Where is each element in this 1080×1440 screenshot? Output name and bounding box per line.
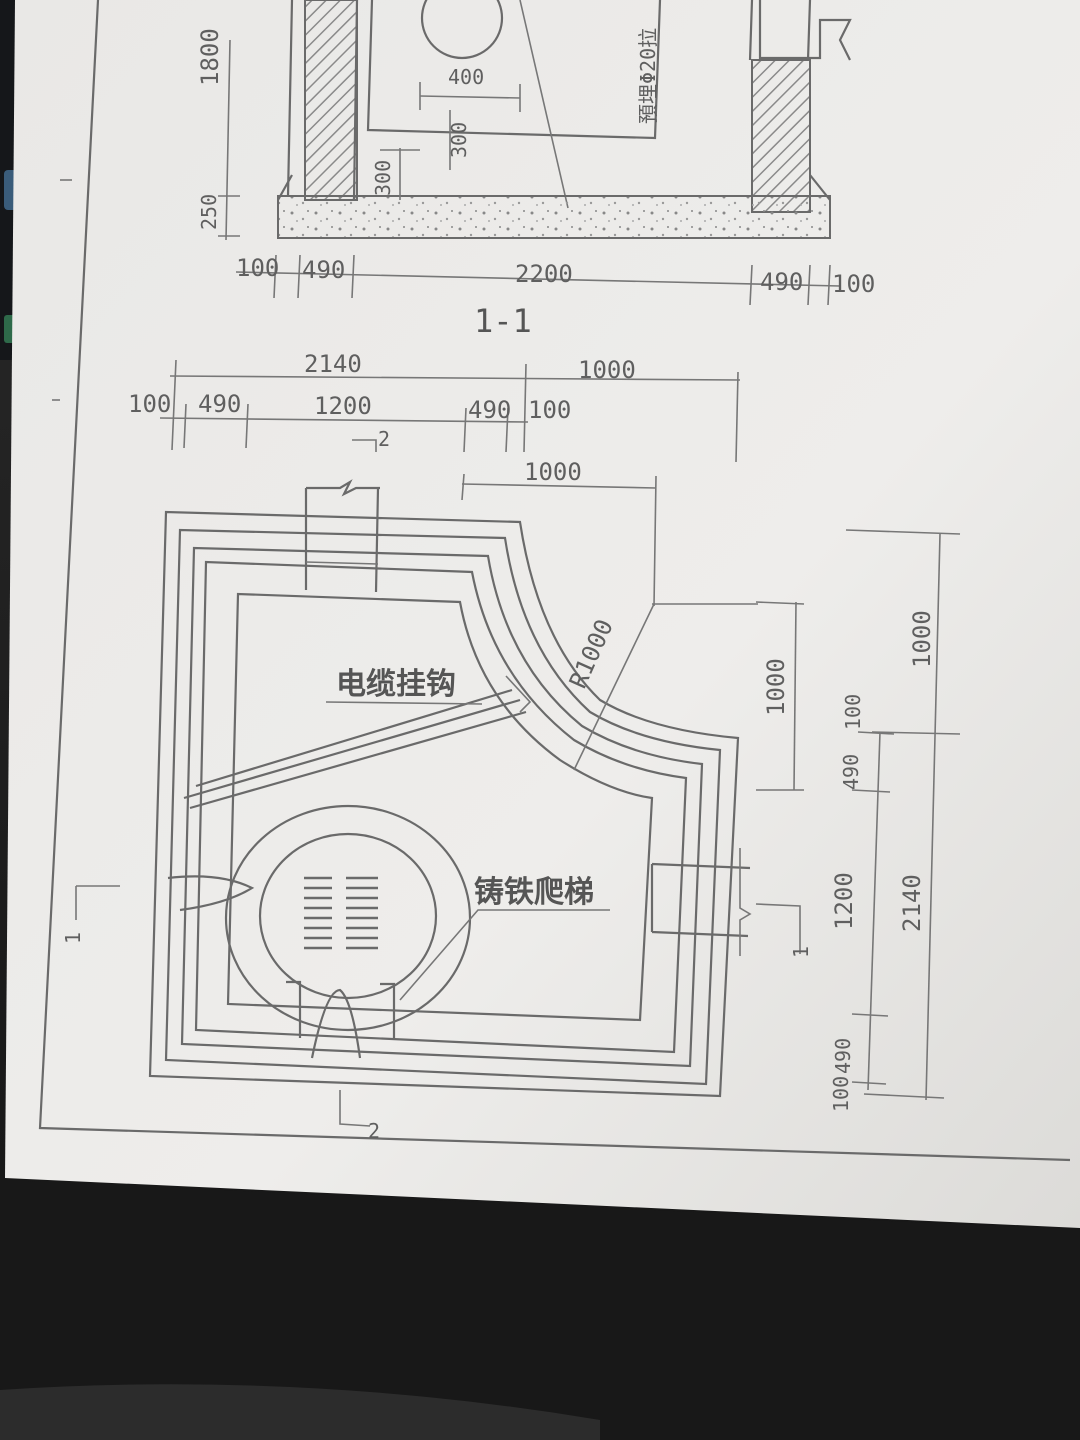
dim-col1-1200: 1200 bbox=[830, 872, 858, 930]
ladder-brackets bbox=[286, 980, 396, 1040]
wall-line-3 bbox=[180, 546, 704, 1068]
dim-col1-100-top: 100 bbox=[841, 694, 865, 730]
plan-view: 2140 1000 100 490 1200 490 100 2 1000 1 … bbox=[61, 350, 961, 1143]
pipe-stub-top bbox=[304, 479, 380, 593]
cable-shadow bbox=[0, 1384, 600, 1440]
dim-level-300b: 300 bbox=[447, 122, 471, 158]
dim-bottom-100-left: 100 bbox=[236, 254, 279, 282]
pipe-opening bbox=[420, 0, 504, 60]
section-marker-1-right: 1 bbox=[789, 946, 813, 958]
section-marker-2-bottom: 2 bbox=[368, 1119, 380, 1143]
ladder-rung-bottom bbox=[310, 988, 362, 1059]
dim-col2-1000: 1000 bbox=[908, 610, 936, 668]
dim-row2-1200: 1200 bbox=[314, 392, 372, 420]
dim-top-1000: 1000 bbox=[578, 356, 636, 384]
dim-row2-490b: 490 bbox=[468, 396, 511, 424]
dim-row2-490a: 490 bbox=[198, 390, 241, 418]
concrete-base bbox=[277, 195, 831, 239]
sheet-border bbox=[38, 0, 1071, 1162]
dim-col1-490-bottom: 490 bbox=[831, 1038, 855, 1074]
left-wall-hatch bbox=[304, 0, 358, 201]
dim-right-inner-1000: 1000 bbox=[762, 658, 790, 716]
dim-col1-100-bottom: 100 bbox=[829, 1076, 853, 1112]
dim-bottom-490-left: 490 bbox=[302, 256, 345, 284]
dim-col1-490-top: 490 bbox=[839, 754, 863, 790]
section-marker-1-left: 1 bbox=[61, 932, 85, 944]
dim-bottom-2200: 2200 bbox=[515, 260, 573, 288]
wall-line-4 bbox=[194, 560, 688, 1054]
manhole-grate-icon bbox=[304, 876, 378, 950]
inner-wall-outline bbox=[226, 592, 654, 1022]
wall-line-2 bbox=[164, 528, 722, 1086]
dim-bottom-100-right: 100 bbox=[832, 270, 875, 298]
dim-inner-1000: 1000 bbox=[524, 458, 582, 486]
section-marker-2-top: 2 bbox=[378, 427, 390, 451]
table-surface bbox=[0, 1180, 1080, 1440]
paper-sheet bbox=[5, 0, 1080, 1228]
dim-level-300a: 300 bbox=[371, 160, 395, 196]
dim-height-1800: 1800 bbox=[196, 28, 224, 86]
dim-row2-100a: 100 bbox=[128, 390, 171, 418]
section-title: 1-1 bbox=[474, 302, 532, 340]
manhole-outer-ring bbox=[224, 804, 472, 1032]
pipe-stub-right bbox=[650, 862, 751, 938]
manhole-cover bbox=[258, 832, 438, 1000]
dim-top-2140: 2140 bbox=[304, 350, 362, 378]
dim-pipe-400: 400 bbox=[448, 65, 484, 89]
ladder-rung-left bbox=[167, 875, 255, 912]
right-wall-hatch bbox=[751, 59, 811, 213]
outer-wall-outline bbox=[148, 510, 740, 1098]
ladder-label: 铸铁爬梯 bbox=[474, 875, 594, 910]
cable-hook-bars bbox=[183, 688, 527, 810]
cable-hook-label: 电缆挂钩 bbox=[336, 667, 456, 702]
dim-height-250: 250 bbox=[197, 194, 221, 230]
rotated-note: 預埋Φ20拉 bbox=[636, 28, 660, 124]
dim-col2-2140: 2140 bbox=[898, 874, 926, 932]
dim-row2-100b: 100 bbox=[528, 396, 571, 424]
dim-bottom-490-right: 490 bbox=[760, 268, 803, 296]
section-view-1-1: 1800 250 400 300 300 預埋Φ20拉 100 490 2200… bbox=[196, 0, 875, 340]
